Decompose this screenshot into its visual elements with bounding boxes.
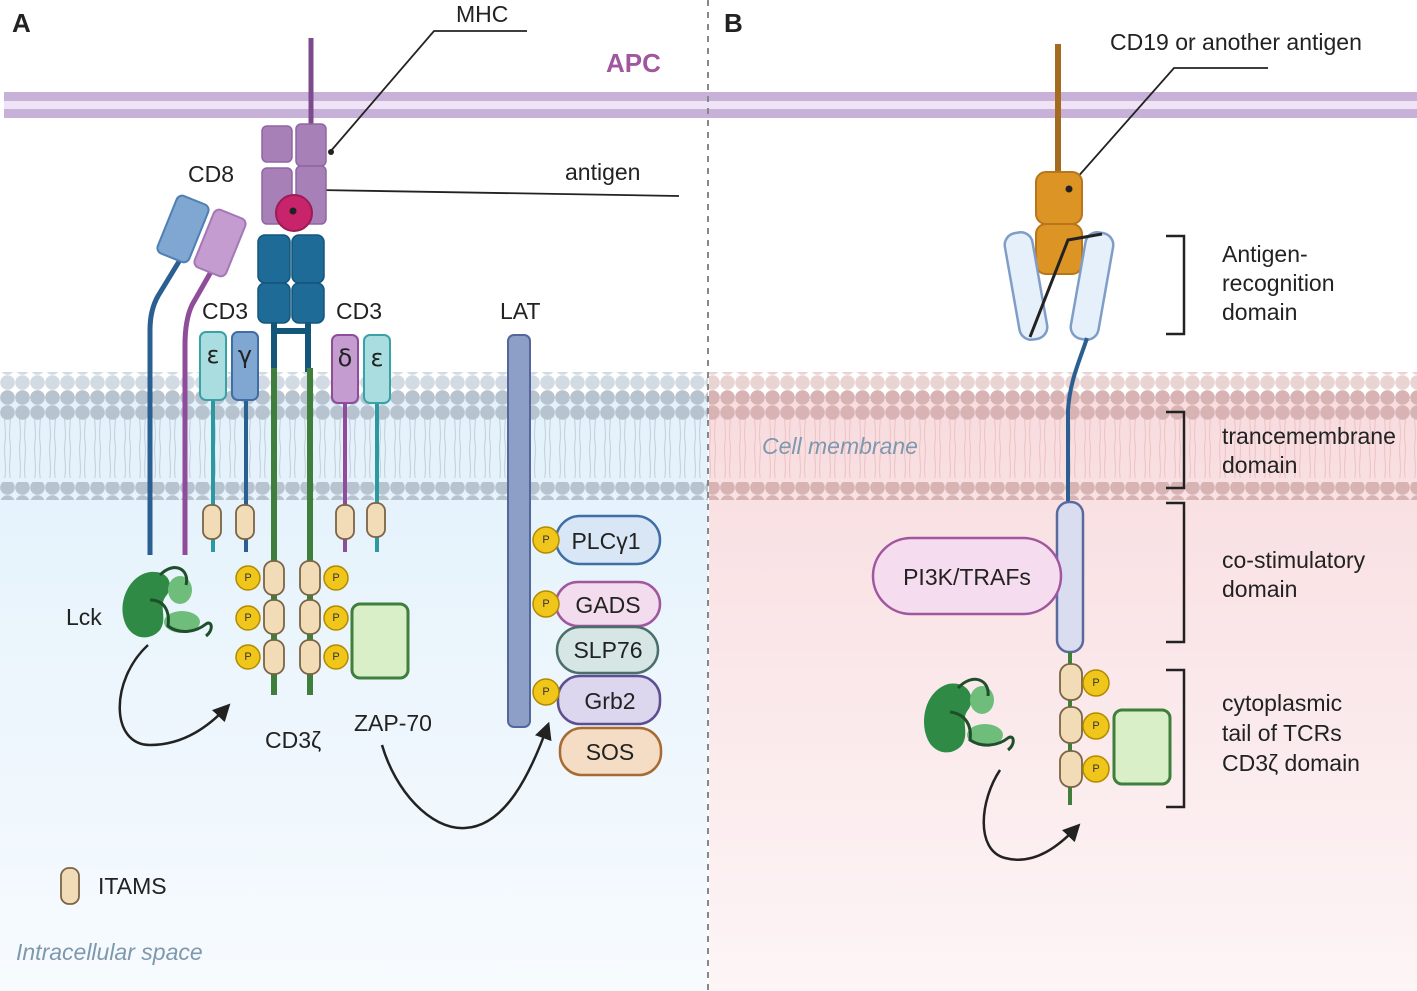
car-phospho	[1082, 669, 1110, 783]
cd8-coreceptor	[147, 194, 247, 555]
car-itams	[1059, 663, 1083, 788]
grb2-label: Grb2	[584, 688, 635, 714]
phospho-label: P	[244, 612, 251, 624]
zeta-phospho-right	[323, 565, 349, 670]
pi3k-label: PI3K/TRAFs	[903, 564, 1031, 590]
slp76-label: SLP76	[573, 637, 642, 663]
car-scfv	[1003, 231, 1115, 341]
grb2-protein	[556, 674, 662, 726]
epsilon-right-glyph: ε	[371, 344, 384, 372]
itams-legend-label: ITAMS	[98, 873, 167, 899]
cd8-label: CD8	[188, 161, 234, 187]
pi3k-trafs-protein	[871, 536, 1063, 616]
cd3-right-label: CD3	[336, 298, 382, 324]
sos-protein	[558, 726, 663, 777]
gads-label: GADS	[575, 592, 640, 618]
cyto-domain-line3: CD3ζ domain	[1222, 750, 1360, 776]
car-zap70-kinase	[1112, 708, 1172, 786]
phospho-label: P	[1092, 763, 1099, 775]
lck-kinase	[122, 566, 213, 638]
recognition-domain-line3: domain	[1222, 299, 1297, 325]
antigen-leader-line	[293, 189, 680, 211]
cd19-leader-line	[1067, 67, 1268, 189]
recognition-domain-line2: recognition	[1222, 270, 1335, 296]
panel-a-letter: A	[12, 8, 31, 38]
lat-adaptor	[507, 334, 531, 728]
cell-membrane-label: Cell membrane	[762, 433, 918, 459]
cd3-itams	[202, 502, 386, 540]
recognition-domain-line1: Antigen-	[1222, 241, 1308, 267]
sos-label: SOS	[586, 739, 635, 765]
tm-domain-line2: domain	[1222, 452, 1297, 478]
gamma-glyph: γ	[238, 341, 252, 369]
phospho-label: P	[244, 572, 251, 584]
lat-label: LAT	[500, 298, 540, 324]
phospho-label: P	[1092, 677, 1099, 689]
delta-glyph: δ	[338, 344, 353, 372]
phospho-label: P	[542, 534, 549, 546]
phospho-label: P	[332, 612, 339, 624]
tcr-complex	[257, 234, 325, 372]
panel-b-letter: B	[724, 8, 743, 38]
cd19-antigen	[1035, 44, 1083, 275]
costim-domain-line2: domain	[1222, 576, 1297, 602]
epsilon-left-glyph: ε	[207, 341, 220, 369]
slp76-protein	[555, 625, 660, 675]
mhc-leader-line	[329, 30, 527, 153]
tm-domain-line1: trancemembrane	[1222, 423, 1396, 449]
zeta-phospho-left	[235, 565, 261, 670]
cd19-label: CD19 or another antigen	[1110, 29, 1362, 55]
cd3z-label: CD3ζ	[265, 727, 321, 753]
phospho-label: P	[244, 651, 251, 663]
car-hinge-tm	[1066, 337, 1089, 505]
phospho-label: P	[542, 598, 549, 610]
cyto-domain-line2: tail of TCRs	[1222, 720, 1342, 746]
antigen-label: antigen	[565, 159, 640, 185]
lck-label: Lck	[66, 604, 102, 630]
intracellular-label: Intracellular space	[16, 939, 203, 965]
cyto-domain-line1: cytoplasmic	[1222, 690, 1342, 716]
zap70-label: ZAP-70	[354, 710, 432, 736]
phospho-label: P	[542, 686, 549, 698]
cd3-left-label: CD3	[202, 298, 248, 324]
phospho-label: P	[1092, 720, 1099, 732]
zap70-arrow	[380, 721, 552, 830]
phospho-label: P	[332, 651, 339, 663]
lat-phospho	[532, 526, 560, 706]
plcg1-label: PLCγ1	[571, 528, 640, 554]
zap70-kinase	[350, 602, 410, 680]
mhc-label: MHC	[456, 1, 508, 27]
car-lck-arrow	[982, 769, 1081, 861]
car-lck-kinase	[924, 677, 1015, 753]
domain-brackets	[1166, 234, 1186, 809]
phospho-label: P	[332, 572, 339, 584]
antigen-peptide	[275, 194, 313, 232]
itams-legend-swatch	[60, 867, 80, 905]
zeta-itams	[263, 560, 321, 675]
apc-label: APC	[606, 48, 661, 78]
costim-domain-line1: co-stimulatory	[1222, 547, 1366, 573]
panel-b-background	[709, 372, 1417, 991]
apc-membrane	[4, 92, 1417, 118]
cd3-epsilon-gamma	[199, 331, 259, 552]
lck-arrow	[118, 644, 231, 747]
